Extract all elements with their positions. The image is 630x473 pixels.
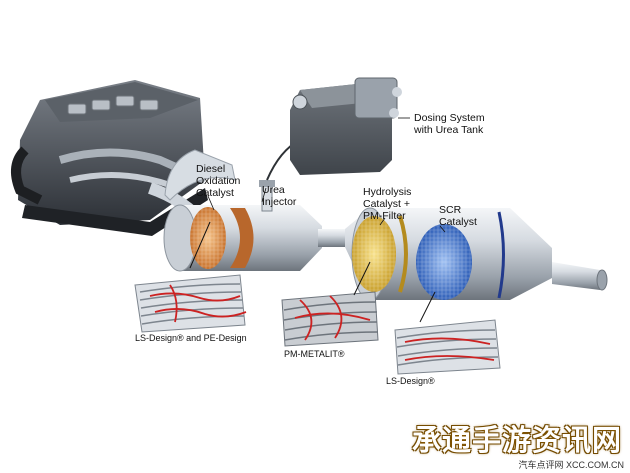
watermark-title: 承通手游资讯网 xyxy=(411,423,622,457)
dosing-system-label: Dosing System with Urea Tank xyxy=(414,112,485,136)
scr-catalyst-label: SCR Catalyst xyxy=(439,204,477,228)
dosing-system-urea-tank xyxy=(290,77,402,175)
ls-design-foil-detail xyxy=(394,291,501,375)
ls-design-caption: LS-Design® xyxy=(386,376,435,386)
urea-injector-label: Urea Injector xyxy=(262,184,297,208)
ls-pe-design-foil-detail xyxy=(134,221,247,333)
ls-pe-design-caption: LS-Design® and PE-Design xyxy=(135,333,247,343)
hydrolysis-catalyst-core xyxy=(352,215,408,293)
scr-catalyst-core xyxy=(416,224,472,300)
doc-catalyst-core xyxy=(190,207,254,269)
watermark-subtitle: 汽车点评网 XCC.COM.CN xyxy=(518,460,625,470)
connecting-pipe xyxy=(318,229,348,247)
label-leaders xyxy=(207,117,446,233)
hydrolysis-catalyst-label: Hydrolysis Catalyst + PM-Filter xyxy=(363,186,412,222)
engine-block xyxy=(11,80,208,236)
diesel-oxidation-catalyst-label: Diesel Oxidation Catalyst xyxy=(196,163,241,199)
pm-metalit-foil-detail xyxy=(281,261,379,347)
pm-metalit-caption: PM-METALIT® xyxy=(284,349,345,359)
